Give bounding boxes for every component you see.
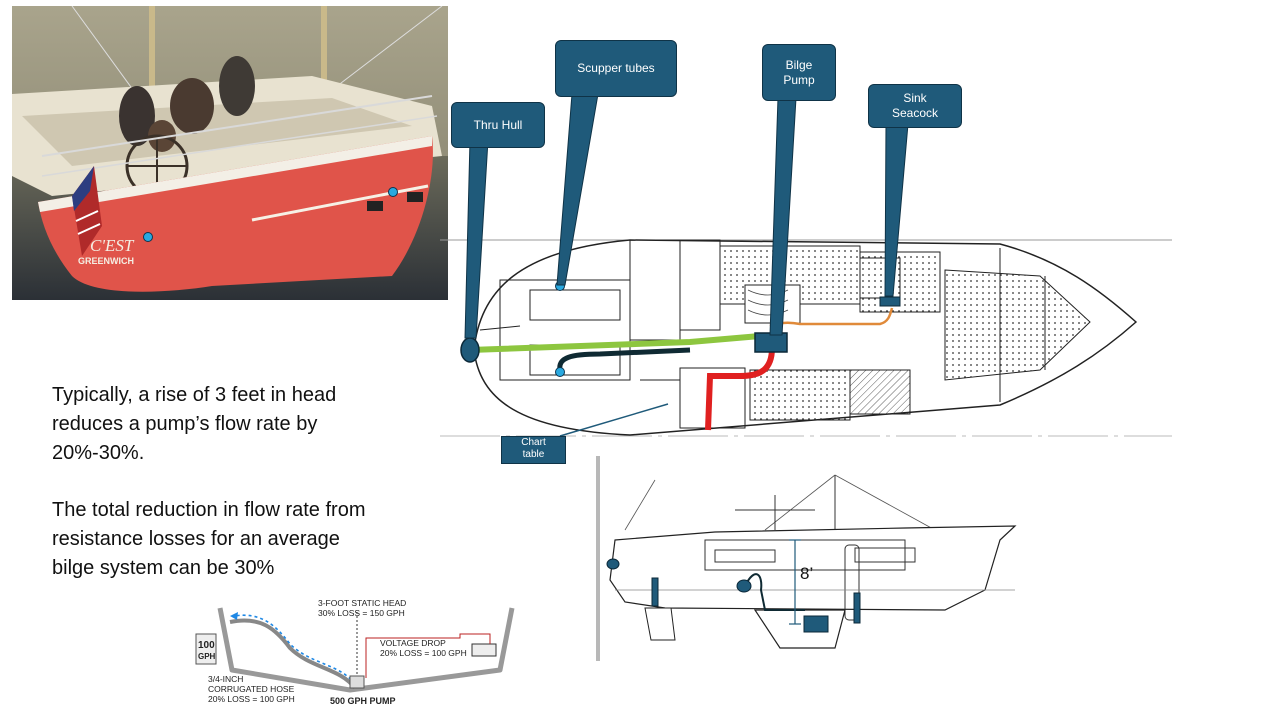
paragraph-resistance-loss: The total reduction in flow rate from re… (52, 499, 366, 579)
hose-label-2: CORRUGATED HOSE (208, 684, 295, 694)
scupper-tubes-callout: Scupper tubes (555, 40, 677, 97)
bucket-value: 100 (198, 640, 215, 651)
voltage-drop-loss: 20% LOSS = 100 GPH (380, 648, 467, 658)
bilge-pump-callout: Bilge Pump (762, 44, 836, 101)
side-profile (606, 474, 1017, 649)
deck-plan (440, 239, 1172, 437)
static-head-label: 3-FOOT STATIC HEAD (318, 598, 407, 608)
voltage-drop-label: VOLTAGE DROP (380, 638, 446, 648)
sink-seacock-callout: Sink Seacock (868, 84, 962, 128)
pump-rating-label: 500 GPH PUMP (330, 696, 396, 706)
paragraph-head-rise: Typically, a rise of 3 feet in head redu… (52, 384, 337, 464)
transom-port: GREENWICH (78, 256, 134, 266)
hose-label-1: 3/4-INCH (208, 674, 244, 684)
pump-loss-diagram: 100 GPH 3-FOOT STATIC HEAD 30% LOSS = 15… (190, 598, 520, 713)
static-head-loss: 30% LOSS = 150 GPH (318, 608, 405, 618)
hose-label-3: 20% LOSS = 100 GPH (208, 694, 295, 704)
chart-table-label: Chart table (501, 436, 566, 464)
boat-photo: C'EST GREENWICH (12, 5, 448, 300)
profile-divider (596, 456, 600, 661)
bucket-unit: GPH (198, 652, 216, 661)
transom-name: C'EST (90, 236, 134, 255)
thru-hull-callout: Thru Hull (451, 102, 545, 148)
height-label: 8’ (800, 564, 814, 583)
